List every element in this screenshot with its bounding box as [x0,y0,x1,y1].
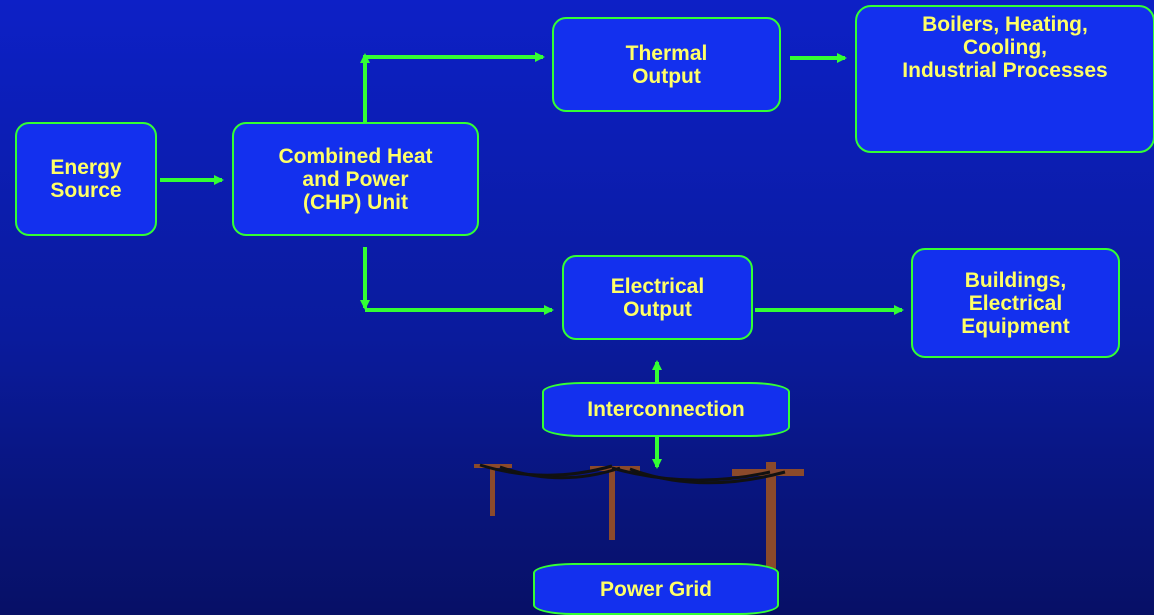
interconnection-label: Interconnection [587,398,745,421]
thermal-output-node: Thermal Output [552,17,781,112]
chp-unit-node: Combined Heat and Power (CHP) Unit [232,122,479,236]
electrical-output-node: Electrical Output [562,255,753,340]
energy-source-label: Energy Source [50,156,122,202]
electrical-output-label: Electrical Output [610,274,705,321]
utility-poles-icon [474,462,804,572]
thermal-uses-label: Boilers, Heating, Cooling, Industrial Pr… [902,13,1108,82]
thermal-output-label: Thermal Output [625,41,708,88]
power-grid-node: Power Grid [533,563,779,615]
thermal-uses-node: Boilers, Heating, Cooling, Industrial Pr… [855,5,1154,153]
electrical-uses-label: Buildings, Electrical Equipment [961,268,1070,338]
power-grid-label: Power Grid [599,577,713,601]
arrow-lines [160,52,904,469]
electrical-uses-node: Buildings, Electrical Equipment [911,248,1120,358]
energy-source-node: Energy Source [15,122,157,236]
interconnection-node: Interconnection [542,382,790,437]
chp-unit-label: Combined Heat and Power (CHP) Unit [278,144,433,214]
